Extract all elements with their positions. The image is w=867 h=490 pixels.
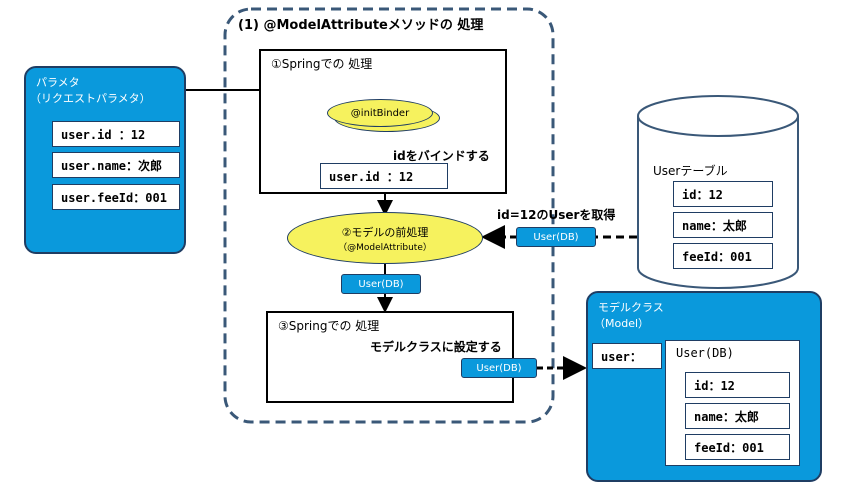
model-user-key: user： [592, 343, 662, 369]
user-db-pill-right: User(DB) [516, 227, 596, 247]
spring-step3-title: ③Springでの 処理 [278, 319, 380, 333]
user-db-pill-center: User(DB) [341, 274, 421, 294]
params-panel: パラメタ （リクエストパラメタ） user.id ：12 user.name：次… [24, 66, 186, 254]
step2-oval: ②モデルの前処理 （@ModelAttribute） [287, 212, 483, 264]
db-table-title: Userテーブル [653, 164, 728, 178]
param-field-user-id: user.id ：12 [52, 121, 180, 147]
model-panel-title: モデルクラス [598, 301, 664, 314]
db-field-id: id：12 [673, 181, 773, 207]
bind-note: idをバインドする [393, 149, 490, 163]
model-user-object-title: User(DB) [676, 346, 734, 360]
db-field-feeid: feeId：001 [673, 243, 773, 269]
initbinder-label: @initBinder [350, 107, 410, 119]
step1-user-id-field: user.id ：12 [320, 163, 448, 189]
spring-step3-note: モデルクラスに設定する [370, 340, 502, 354]
step2-subtitle: （@ModelAttribute） [338, 242, 432, 253]
db-field-name: name：太郎 [673, 212, 773, 238]
spring-step3-box: ③Springでの 処理 モデルクラスに設定する [266, 311, 514, 403]
spring-step1-title: ①Springでの 処理 [271, 57, 373, 71]
diagram-title: (1) @ModelAttributeメソッドの 処理 [238, 18, 484, 33]
process-frame [223, 7, 555, 424]
model-field-id: id：12 [685, 372, 790, 398]
db-fetch-note: id=12のUserを取得 [497, 208, 616, 222]
initbinder-oval: @initBinder [327, 99, 433, 127]
model-panel: モデルクラス （Model） user： User(DB) id：12 name… [586, 291, 822, 482]
user-db-pill-step3: User(DB) [461, 358, 537, 378]
param-field-user-feeid: user.feeId：001 [52, 184, 180, 210]
params-panel-title: パラメタ [36, 76, 80, 89]
step2-title: ②モデルの前処理 [341, 225, 429, 239]
model-user-object: User(DB) id：12 name：太郎 feeId：001 [665, 340, 800, 466]
param-field-user-name: user.name：次郎 [52, 152, 180, 178]
model-field-feeid: feeId：001 [685, 434, 790, 460]
params-panel-subtitle: （リクエストパラメタ） [30, 92, 151, 105]
model-panel-subtitle: （Model） [594, 317, 650, 330]
model-field-name: name：太郎 [685, 403, 790, 429]
